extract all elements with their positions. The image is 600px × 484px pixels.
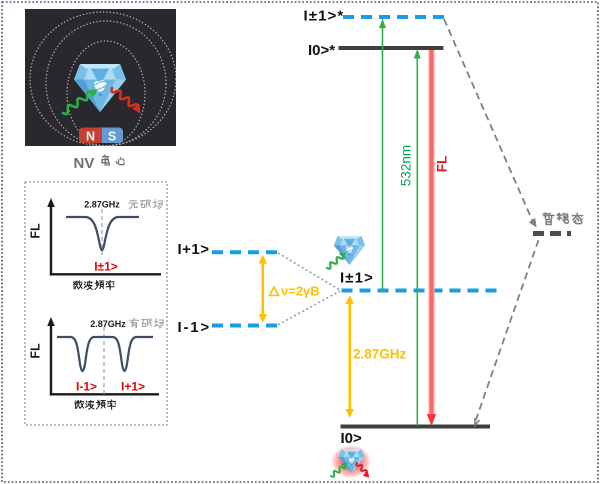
- svg-text:N: N: [86, 129, 95, 143]
- svg-text:I±1>: I±1>: [340, 270, 374, 287]
- svg-text:2.87GHz: 2.87GHz: [84, 200, 120, 210]
- svg-text:2.87GHz: 2.87GHz: [90, 319, 126, 329]
- svg-text:I+1>: I+1>: [178, 241, 210, 258]
- svg-text:I±1>*: I±1>*: [304, 8, 345, 25]
- svg-text:FL: FL: [29, 223, 43, 239]
- svg-text:I±1>: I±1>: [94, 260, 118, 274]
- svg-text:NV: NV: [74, 155, 95, 172]
- svg-text:2.87GHz: 2.87GHz: [353, 347, 407, 362]
- svg-text:I0>*: I0>*: [308, 42, 335, 59]
- svg-text:FL: FL: [435, 156, 450, 173]
- svg-text:I-1>: I-1>: [76, 380, 97, 394]
- svg-text:I+1>: I+1>: [121, 380, 145, 394]
- svg-text:ν=2γB: ν=2γB: [281, 284, 320, 299]
- svg-text:FL: FL: [29, 343, 43, 359]
- svg-text:S: S: [108, 129, 116, 143]
- svg-text:I-1>: I-1>: [178, 319, 211, 336]
- svg-text:I0>: I0>: [341, 430, 363, 447]
- svg-text:532nm: 532nm: [399, 145, 414, 186]
